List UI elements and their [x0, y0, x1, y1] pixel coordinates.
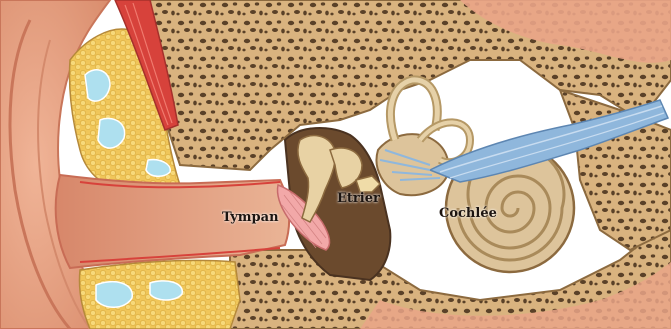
- label-etrier: Etrier: [337, 191, 380, 206]
- label-tympan: Tympan: [222, 210, 279, 225]
- label-cochlee: Cochlée: [439, 206, 497, 221]
- fat-highlight-4: [96, 282, 132, 308]
- fat-highlight-2: [98, 118, 125, 148]
- vestibule: [377, 134, 449, 195]
- fat-highlight-5: [150, 281, 182, 300]
